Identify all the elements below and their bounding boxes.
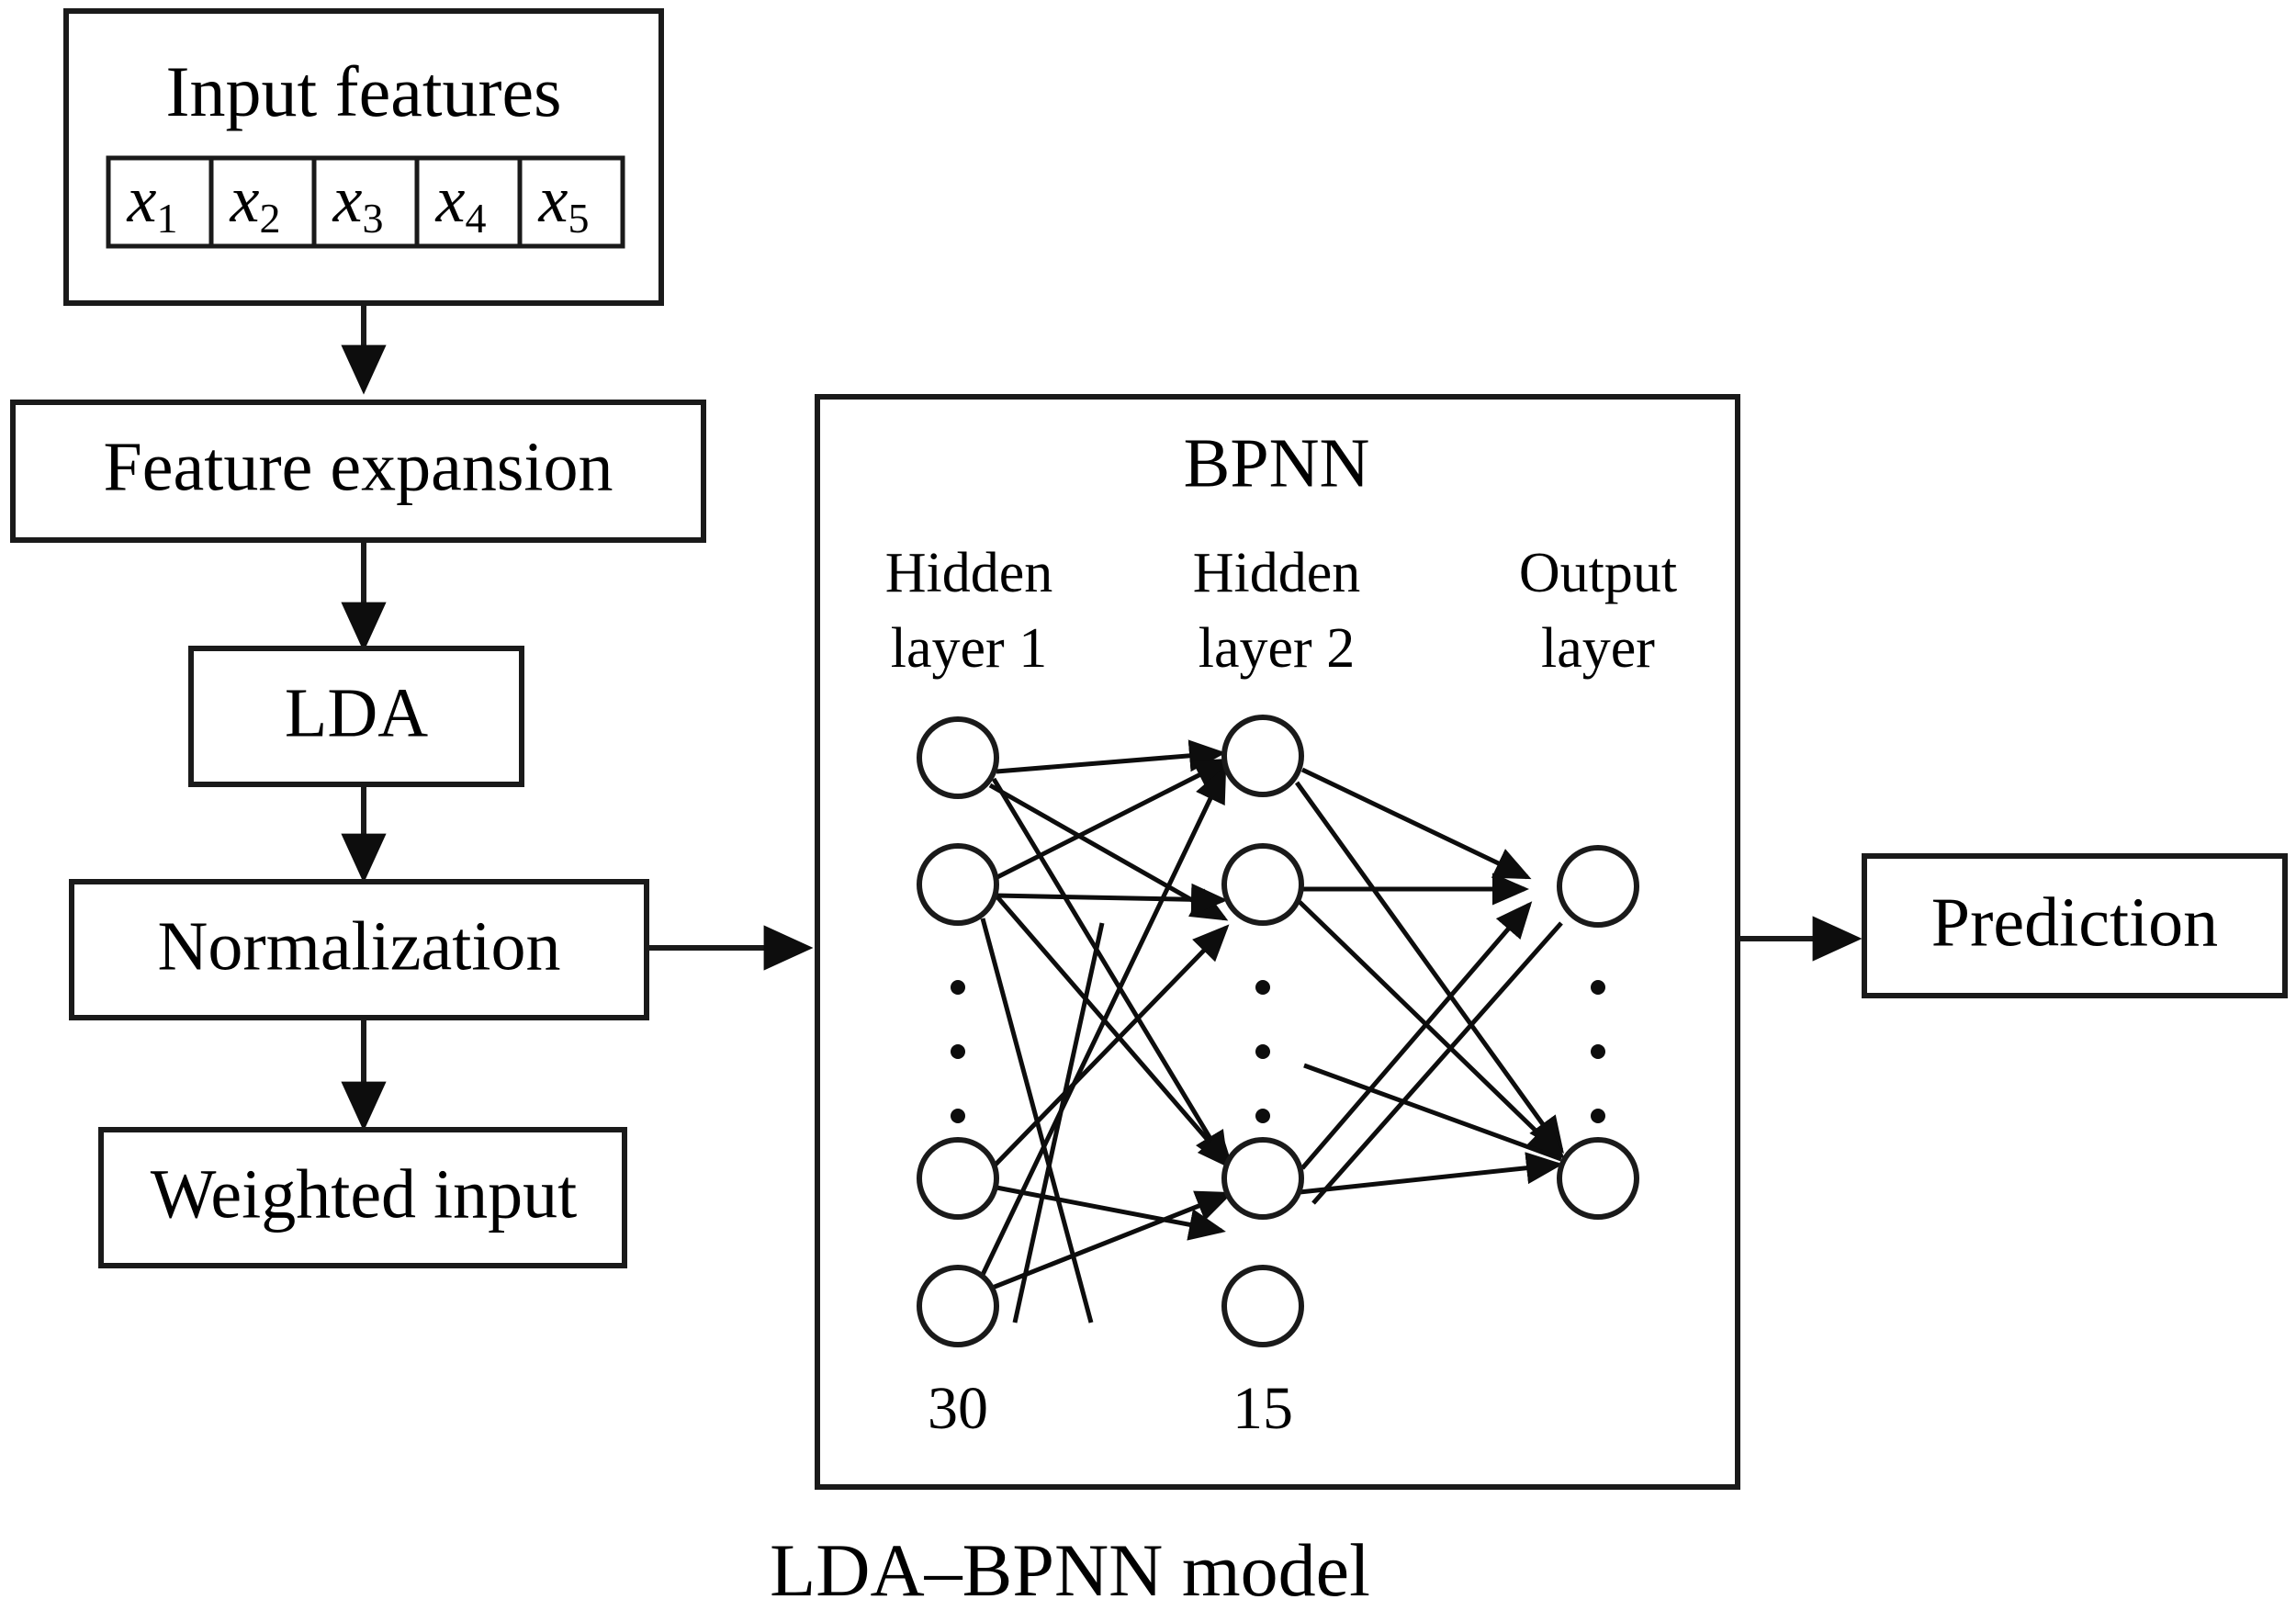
output-layer-node-2 bbox=[1557, 1137, 1639, 1220]
diagram-caption: LDA–BPNN model bbox=[770, 1528, 1370, 1612]
hidden-layer-1-name: Hidden bbox=[885, 542, 1053, 604]
normalization-label: Normalization bbox=[158, 907, 561, 985]
hidden-layer-2-node-1 bbox=[1221, 715, 1304, 797]
hidden-layer-2-ellipsis bbox=[1255, 980, 1270, 1123]
hidden-layer-1-ellipsis bbox=[951, 980, 965, 1123]
normalization-box bbox=[69, 879, 649, 1020]
feature-cell-4 bbox=[414, 155, 523, 249]
hidden-layer-1-node-4 bbox=[917, 1265, 999, 1347]
feature-label-4: x4 bbox=[435, 163, 487, 242]
hidden-layer-1-sub: layer 1 bbox=[891, 617, 1047, 680]
feature-label-5: x5 bbox=[538, 163, 590, 242]
prediction-box bbox=[1862, 853, 2288, 998]
feature-sub-3: 3 bbox=[362, 195, 383, 242]
output-layer-name: Output bbox=[1519, 542, 1677, 604]
output-layer-node-1 bbox=[1557, 845, 1639, 928]
hidden-layer-2-sub: layer 2 bbox=[1199, 617, 1355, 680]
feature-sub-5: 5 bbox=[568, 195, 589, 242]
bpnn-edges bbox=[978, 739, 1565, 1324]
hidden-layer-1-count: 30 bbox=[928, 1375, 988, 1442]
input-features-title: Input features bbox=[166, 51, 562, 131]
feature-sub-2: 2 bbox=[259, 195, 280, 242]
hidden-layer-2-node-2 bbox=[1221, 843, 1304, 926]
weighted-input-box bbox=[98, 1127, 627, 1268]
lda-label: LDA bbox=[285, 674, 428, 751]
output-layer-ellipsis bbox=[1591, 980, 1605, 1123]
hidden-layer-1-node-3 bbox=[917, 1137, 999, 1220]
hidden-layer-1-node-2 bbox=[917, 843, 999, 926]
feature-cell-2 bbox=[208, 155, 317, 249]
feature-var-5: x bbox=[538, 163, 568, 236]
prediction-label: Prediction bbox=[1931, 884, 2218, 961]
lda-box bbox=[188, 646, 524, 787]
feature-expansion-label: Feature expansion bbox=[103, 428, 613, 505]
feature-cell-5 bbox=[517, 155, 625, 249]
hidden-layer-2-node-3 bbox=[1221, 1137, 1304, 1220]
hidden-layer-2-count: 15 bbox=[1232, 1375, 1293, 1442]
hidden-layer-1-node-1 bbox=[917, 716, 999, 799]
hidden-layer-2-name: Hidden bbox=[1193, 542, 1361, 604]
feature-var-3: x bbox=[332, 163, 363, 236]
weighted-input-label: Weighted input bbox=[151, 1155, 578, 1233]
output-layer-sub: layer bbox=[1541, 617, 1655, 680]
feature-label-2: x2 bbox=[230, 163, 281, 242]
feature-var-1: x bbox=[127, 163, 157, 236]
feature-cell-1 bbox=[106, 155, 214, 249]
feature-var-2: x bbox=[230, 163, 260, 236]
feature-var-4: x bbox=[435, 163, 466, 236]
feature-sub-4: 4 bbox=[465, 195, 486, 242]
feature-expansion-box bbox=[10, 400, 706, 543]
bpnn-title: BPNN bbox=[1184, 424, 1370, 501]
feature-label-3: x3 bbox=[332, 163, 384, 242]
feature-sub-1: 1 bbox=[156, 195, 177, 242]
feature-label-1: x1 bbox=[127, 163, 178, 242]
hidden-layer-2-node-4 bbox=[1221, 1265, 1304, 1347]
